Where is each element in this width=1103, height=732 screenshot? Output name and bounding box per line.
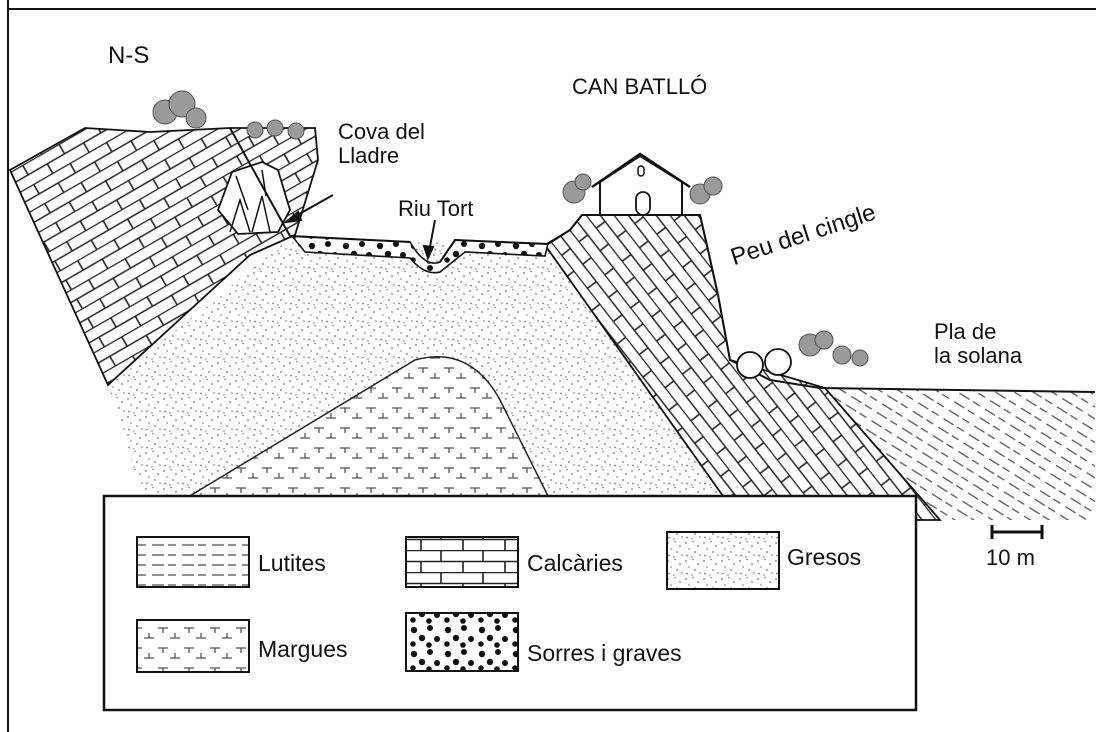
legend-box: [102, 494, 918, 712]
sorres-i-graves-deposit: [290, 235, 550, 274]
margues-layer: [147, 356, 562, 521]
legend-label-sorres-i-graves: Sorres i graves: [527, 640, 682, 666]
scale-bar: [990, 525, 1044, 539]
cave-stalactites: [229, 169, 271, 233]
legend-swatch-lutites: [136, 536, 250, 588]
legend-label-calcaries: Calcàries: [527, 550, 623, 576]
legend-label-margues: Margues: [258, 636, 348, 662]
cave-opening: [216, 161, 291, 235]
legend-label-gresos: Gresos: [787, 544, 862, 570]
legend-swatch-gresos: [666, 531, 780, 590]
pla-de-la-solana-label: Pla de la solana: [934, 319, 1023, 368]
scale-bar-label: 10 m: [986, 545, 1035, 570]
can-batllo-house-icon: [591, 152, 691, 216]
boulders-icon: [736, 348, 792, 379]
cova-del-lladre-label: Cova del Lladre: [338, 119, 425, 168]
vegetation-icon: [152, 90, 869, 367]
legend-swatch-calcaries: [405, 536, 519, 588]
lutites-layer: [820, 388, 1095, 520]
ground-surface-line: [229, 127, 1096, 393]
pointer-arrows: [282, 194, 436, 261]
orientation-label: N-S: [108, 42, 150, 69]
legend-label-lutites: Lutites: [258, 550, 326, 576]
riu-tort-label: Riu Tort: [398, 196, 474, 221]
legend-swatch-margues: [136, 619, 250, 673]
legend-swatch-sorres-i-graves: [405, 612, 519, 672]
can-batllo-label: CAN BATLLÓ: [572, 74, 708, 99]
